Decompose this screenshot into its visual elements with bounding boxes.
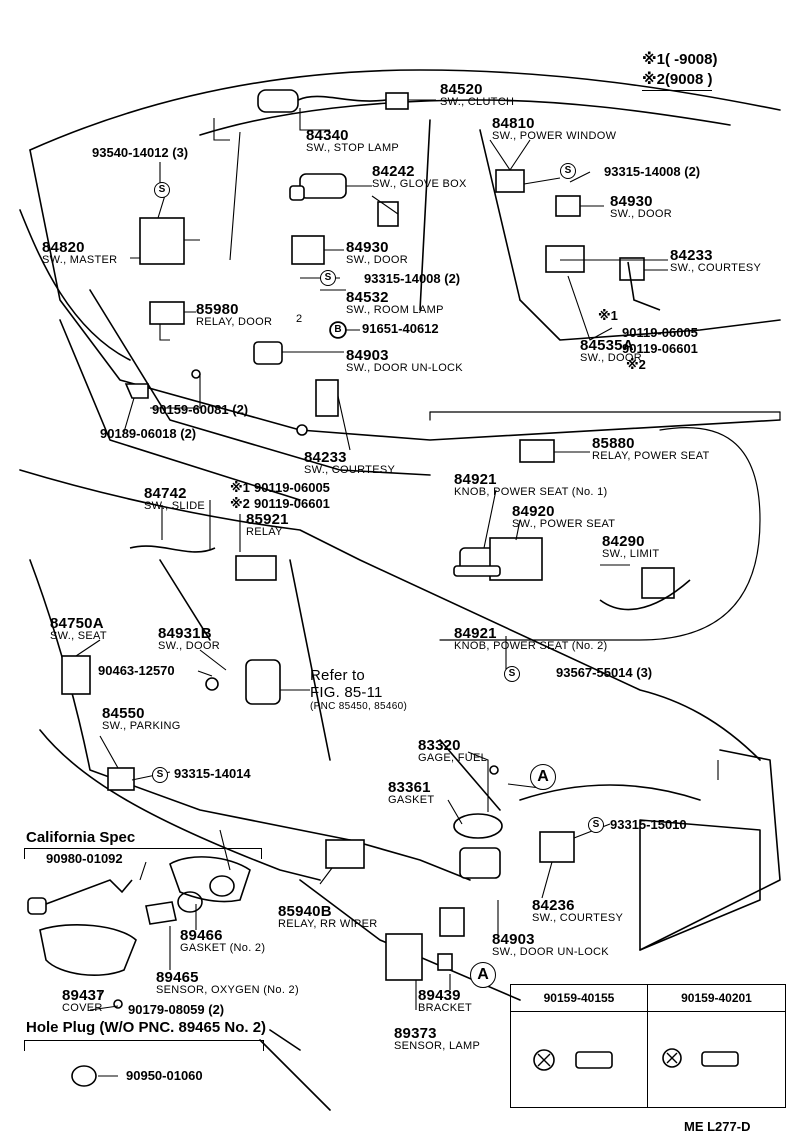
variant-1-range: ( -9008) [664,51,718,68]
marker-s: S [320,270,336,286]
hole-plug-bracket [24,1040,264,1051]
marker-s: S [588,817,604,833]
part-90119-06005-a: 90119-06005 [622,325,698,340]
marker-s: S [560,163,576,179]
part-91651-40612: 91651-40612 [362,321,439,336]
marker-s: S [154,182,170,198]
part-90950-01060: 90950-01060 [126,1068,203,1083]
hole-plug-heading: Hole Plug (W/O PNC. 89465 No. 2) [26,1019,267,1036]
part-90119-06601-a: 90119-06601 [622,341,698,356]
marker-s: S [152,767,168,783]
part-90119-06005-b: 90119-06005 [254,480,330,495]
marker-s: S [504,666,520,682]
refer-note: Refer to FIG. 85-11 (PNC 85450, 85460) [310,667,408,712]
marker-b: B [330,322,346,338]
part-90189-06018: 90189-06018 (2) [100,426,197,441]
part-93315-14014: 93315-14014 [174,766,251,781]
bolt-legend-table: 90159-40155 90159-40201 [510,984,786,1108]
part-90119-06601-b: 90119-06601 [254,496,330,511]
note-1: ※1 [230,480,250,495]
part-90179-08059: 90179-08059 (2) [128,1002,225,1017]
diagram-code: ME L277-D [684,1119,751,1134]
part-93567-55014: 93567-55014 (3) [556,665,653,680]
note-2: ※2 [626,357,646,372]
note-2: ※2 [230,496,250,511]
legend-col-2: 90159-40201 [648,985,785,1012]
part-90980-01092: 90980-01092 [46,851,123,866]
variant-2-code: ※2 [642,71,665,88]
variant-1-code: ※1 [642,51,665,68]
part-93540-14012: 93540-14012 (3) [92,145,189,160]
part-93315-15010: 93315-15010 [610,817,687,832]
part-93315-14008-a: 93315-14008 (2) [604,164,701,179]
relay-door-count: 2 [296,313,303,325]
note-1: ※1 [598,308,618,323]
variant-2-range: (9008 ) [664,71,713,88]
marker-a: A [530,764,556,790]
part-90463-12570: 90463-12570 [98,663,175,678]
california-spec-bracket [24,848,262,859]
california-spec-heading: California Spec [26,829,136,846]
marker-a: A [470,962,496,988]
part-90159-60081: 90159-60081 (2) [152,402,249,417]
legend-col-1: 90159-40155 [511,985,647,1012]
part-93315-14008-b: 93315-14008 (2) [364,271,461,286]
